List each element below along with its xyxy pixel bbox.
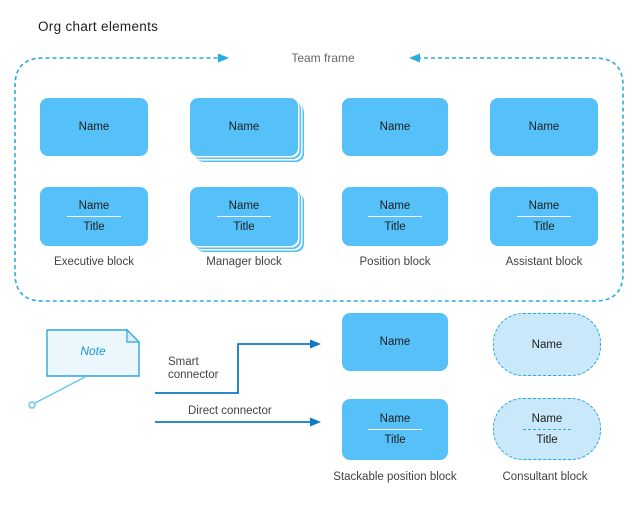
page-title: Org chart elements xyxy=(38,19,159,34)
consultant-combo-block: Name Title xyxy=(493,398,601,460)
direct-connector-arrow-icon xyxy=(310,417,321,427)
name-title-dashed-divider xyxy=(523,428,571,430)
column-label-manager: Manager block xyxy=(206,256,282,268)
stackable-combo-block: Name Title xyxy=(342,399,448,460)
note-text: Note xyxy=(80,344,106,358)
block-name-text: Name xyxy=(531,412,563,425)
block-name-text: Name xyxy=(379,336,411,348)
stackable-simple-block: Name xyxy=(342,313,448,371)
column-label-position: Position block xyxy=(359,256,431,268)
consultant-label: Consultant block xyxy=(502,471,588,483)
block-name-text: Name xyxy=(528,121,560,133)
frame-arrow-left-icon xyxy=(409,53,420,63)
name-title-divider xyxy=(67,215,121,218)
smart-connector-arrow-icon xyxy=(310,339,321,349)
column-label-executive: Executive block xyxy=(54,256,134,268)
assistant-combo-block: Name Title xyxy=(490,187,598,246)
block-title-text: Title xyxy=(233,221,255,234)
frame-arrow-right-icon xyxy=(218,53,229,63)
block-title-text: Title xyxy=(536,433,558,446)
block-name-text: Name xyxy=(379,121,411,133)
block-title-text: Title xyxy=(533,221,555,234)
block-name-text: Name xyxy=(379,412,411,425)
name-title-divider xyxy=(368,215,422,218)
block-name-text: Name xyxy=(379,199,411,212)
direct-connector-label: Direct connector xyxy=(188,405,272,417)
block-title-text: Title xyxy=(384,434,406,447)
manager-combo-block: Name Title xyxy=(190,187,298,246)
name-title-divider xyxy=(368,428,422,431)
team-frame-label: Team frame xyxy=(291,51,355,65)
block-name-text: Name xyxy=(528,199,560,212)
assistant-simple-block: Name xyxy=(490,98,598,156)
column-label-assistant: Assistant block xyxy=(505,256,583,268)
note-leader-line xyxy=(34,376,86,404)
block-name-text: Name xyxy=(78,199,110,212)
note-fold-icon xyxy=(126,328,141,343)
manager-simple-block: Name xyxy=(190,98,298,156)
block-name-text: Name xyxy=(531,338,563,351)
block-title-text: Title xyxy=(384,221,406,234)
block-name-text: Name xyxy=(78,121,110,133)
executive-simple-block: Name xyxy=(40,98,148,156)
position-simple-block: Name xyxy=(342,98,448,156)
executive-combo-block: Name Title xyxy=(40,187,148,246)
block-title-text: Title xyxy=(83,221,105,234)
name-title-divider xyxy=(217,215,271,218)
block-name-text: Name xyxy=(228,199,260,212)
note-leader-endpoint xyxy=(28,401,36,409)
consultant-simple-block: Name xyxy=(493,313,601,376)
name-title-divider xyxy=(517,215,571,218)
stackable-label: Stackable position block xyxy=(333,471,457,483)
smart-connector-label: Smart connector xyxy=(168,356,219,381)
position-combo-block: Name Title xyxy=(342,187,448,246)
block-name-text: Name xyxy=(228,121,260,133)
